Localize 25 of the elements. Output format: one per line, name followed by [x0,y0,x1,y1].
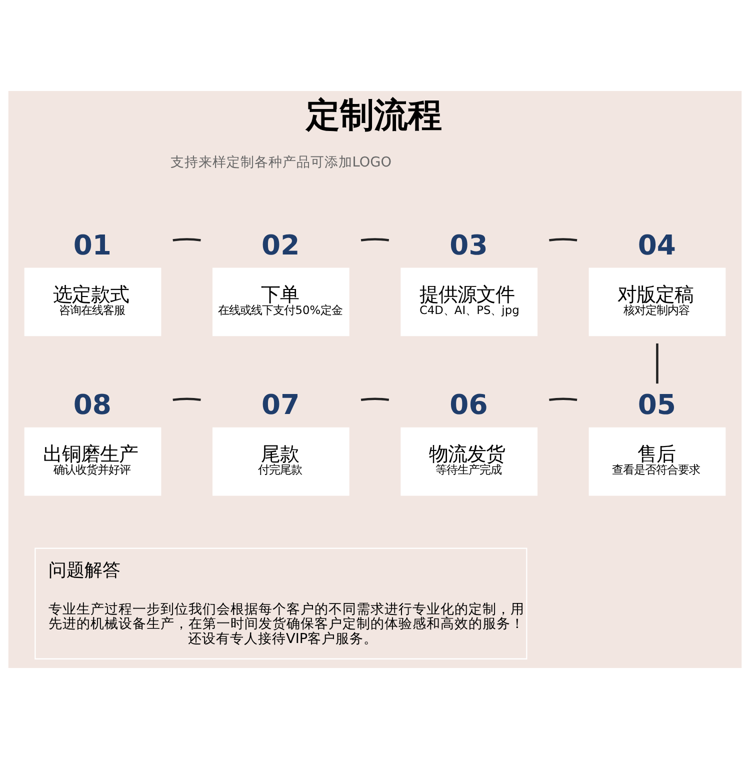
node-box: 物流发货 等待生产完成 [400,427,538,496]
node-label: 05 [638,390,676,421]
node-label: 06 [450,390,488,421]
connector [656,343,658,384]
node-box: 提供源文件 C4D、AI、PS、jpg [400,268,538,336]
diagram-title: 定制流程 [306,95,442,136]
connector [549,398,578,401]
node-label: 02 [262,230,300,262]
node-label: 01 [73,230,112,262]
connector [172,398,201,401]
node-box: 售后 查看是否符合要求 [588,427,726,496]
node-box: 尾款 付完尾款 [212,427,350,496]
label: 支持来样定制各种产品可添加LOGO [170,154,392,170]
connector [360,398,390,401]
node-box: 下单 在线或线下支付50%定金 [212,268,350,336]
node-box: 选定款式 咨询在线客服 [24,268,162,336]
connector [549,238,578,242]
node-label: 08 [73,390,112,421]
node-box: 出铜磨生产 确认收货并好评 [24,427,162,496]
node-label: 03 [450,230,488,262]
connector [360,238,390,242]
node-label: 04 [638,230,676,262]
node-label: 07 [262,390,300,421]
node-box: 对版定稿 核对定制内容 [588,268,726,336]
connector [172,238,201,242]
